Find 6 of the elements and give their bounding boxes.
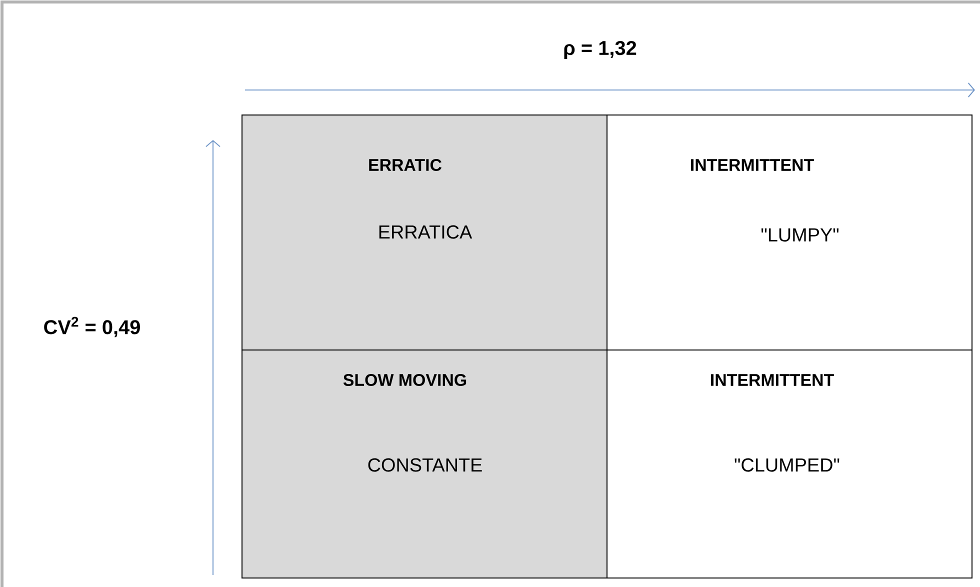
quadrant-box: SLOW MOVING CONSTANTE: [242, 350, 608, 578]
quadrant-box: INTERMITTENT "LUMPY": [606, 114, 972, 350]
axis-label: CV$^{2}$ = 0,49: [44, 316, 140, 338]
axis-label: ρ = 1,32: [564, 40, 636, 60]
quadrant-box: INTERMITTENT "CLUMPED": [606, 350, 972, 578]
quadrant-box: ERRATIC ERRATICA: [242, 114, 608, 350]
